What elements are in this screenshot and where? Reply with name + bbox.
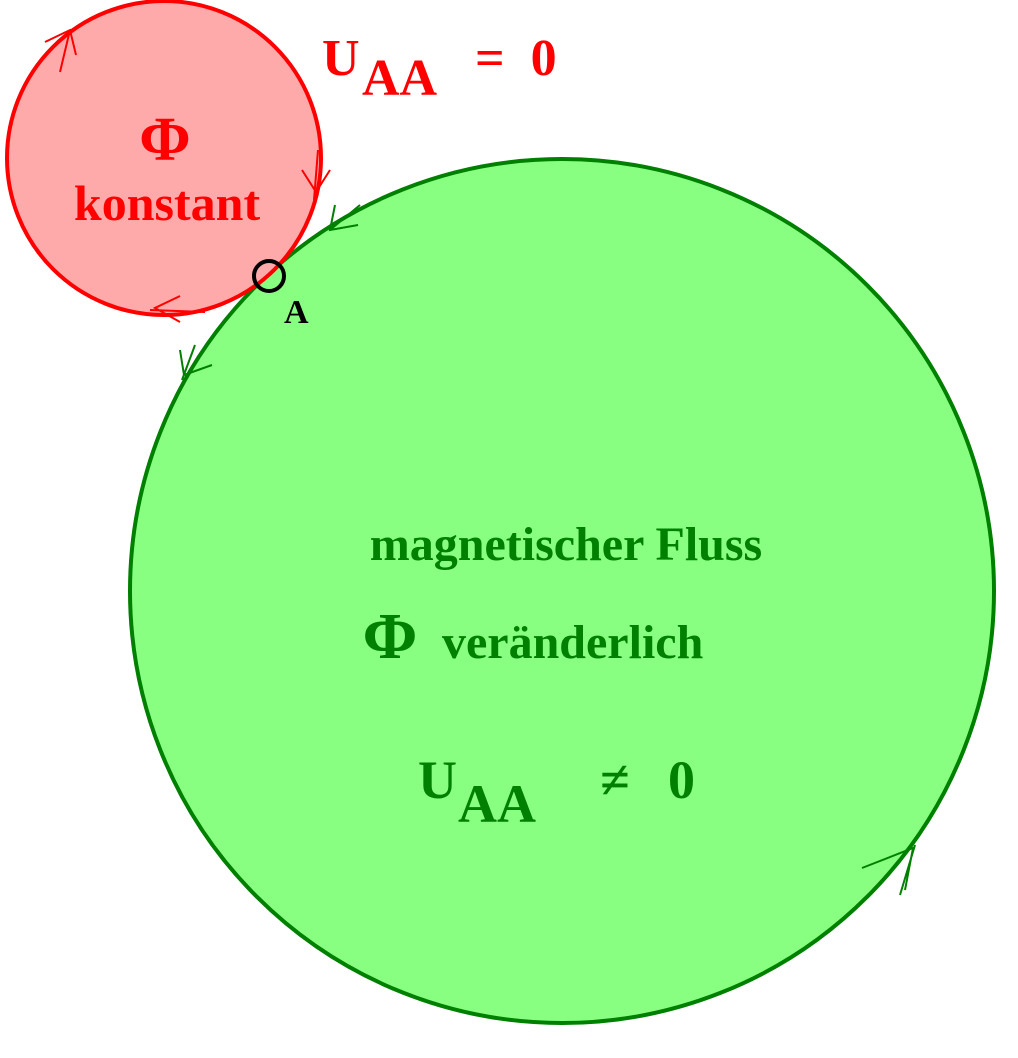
phi-symbol-big: Φ [363, 600, 418, 673]
big-voltage-relation: ≠ [600, 750, 630, 810]
small-voltage-relation: = 0 [475, 30, 557, 87]
big-voltage-value: 0 [668, 750, 695, 810]
small-voltage-main: U [322, 30, 360, 87]
variable-flux-loop [128, 157, 996, 1025]
point-a-label: A [284, 294, 309, 331]
arrow-icon [861, 844, 916, 896]
phi-symbol-small: Φ [139, 106, 190, 174]
arrow-icon [149, 295, 206, 323]
small-voltage-sub: AA [362, 50, 438, 107]
constant-flux-loop [5, 0, 323, 317]
point-a-marker [252, 259, 286, 293]
big-voltage-main: U [418, 750, 457, 810]
flux-label: magnetischer Fluss [370, 518, 762, 571]
arrow-icon [179, 344, 213, 381]
variable-label: veränderlich [442, 616, 703, 669]
big-voltage-sub: AA [458, 774, 536, 834]
arrow-icon [301, 149, 331, 201]
arrow-icon [44, 28, 77, 73]
arrow-icon [328, 204, 361, 232]
konstant-label: konstant [74, 175, 261, 231]
